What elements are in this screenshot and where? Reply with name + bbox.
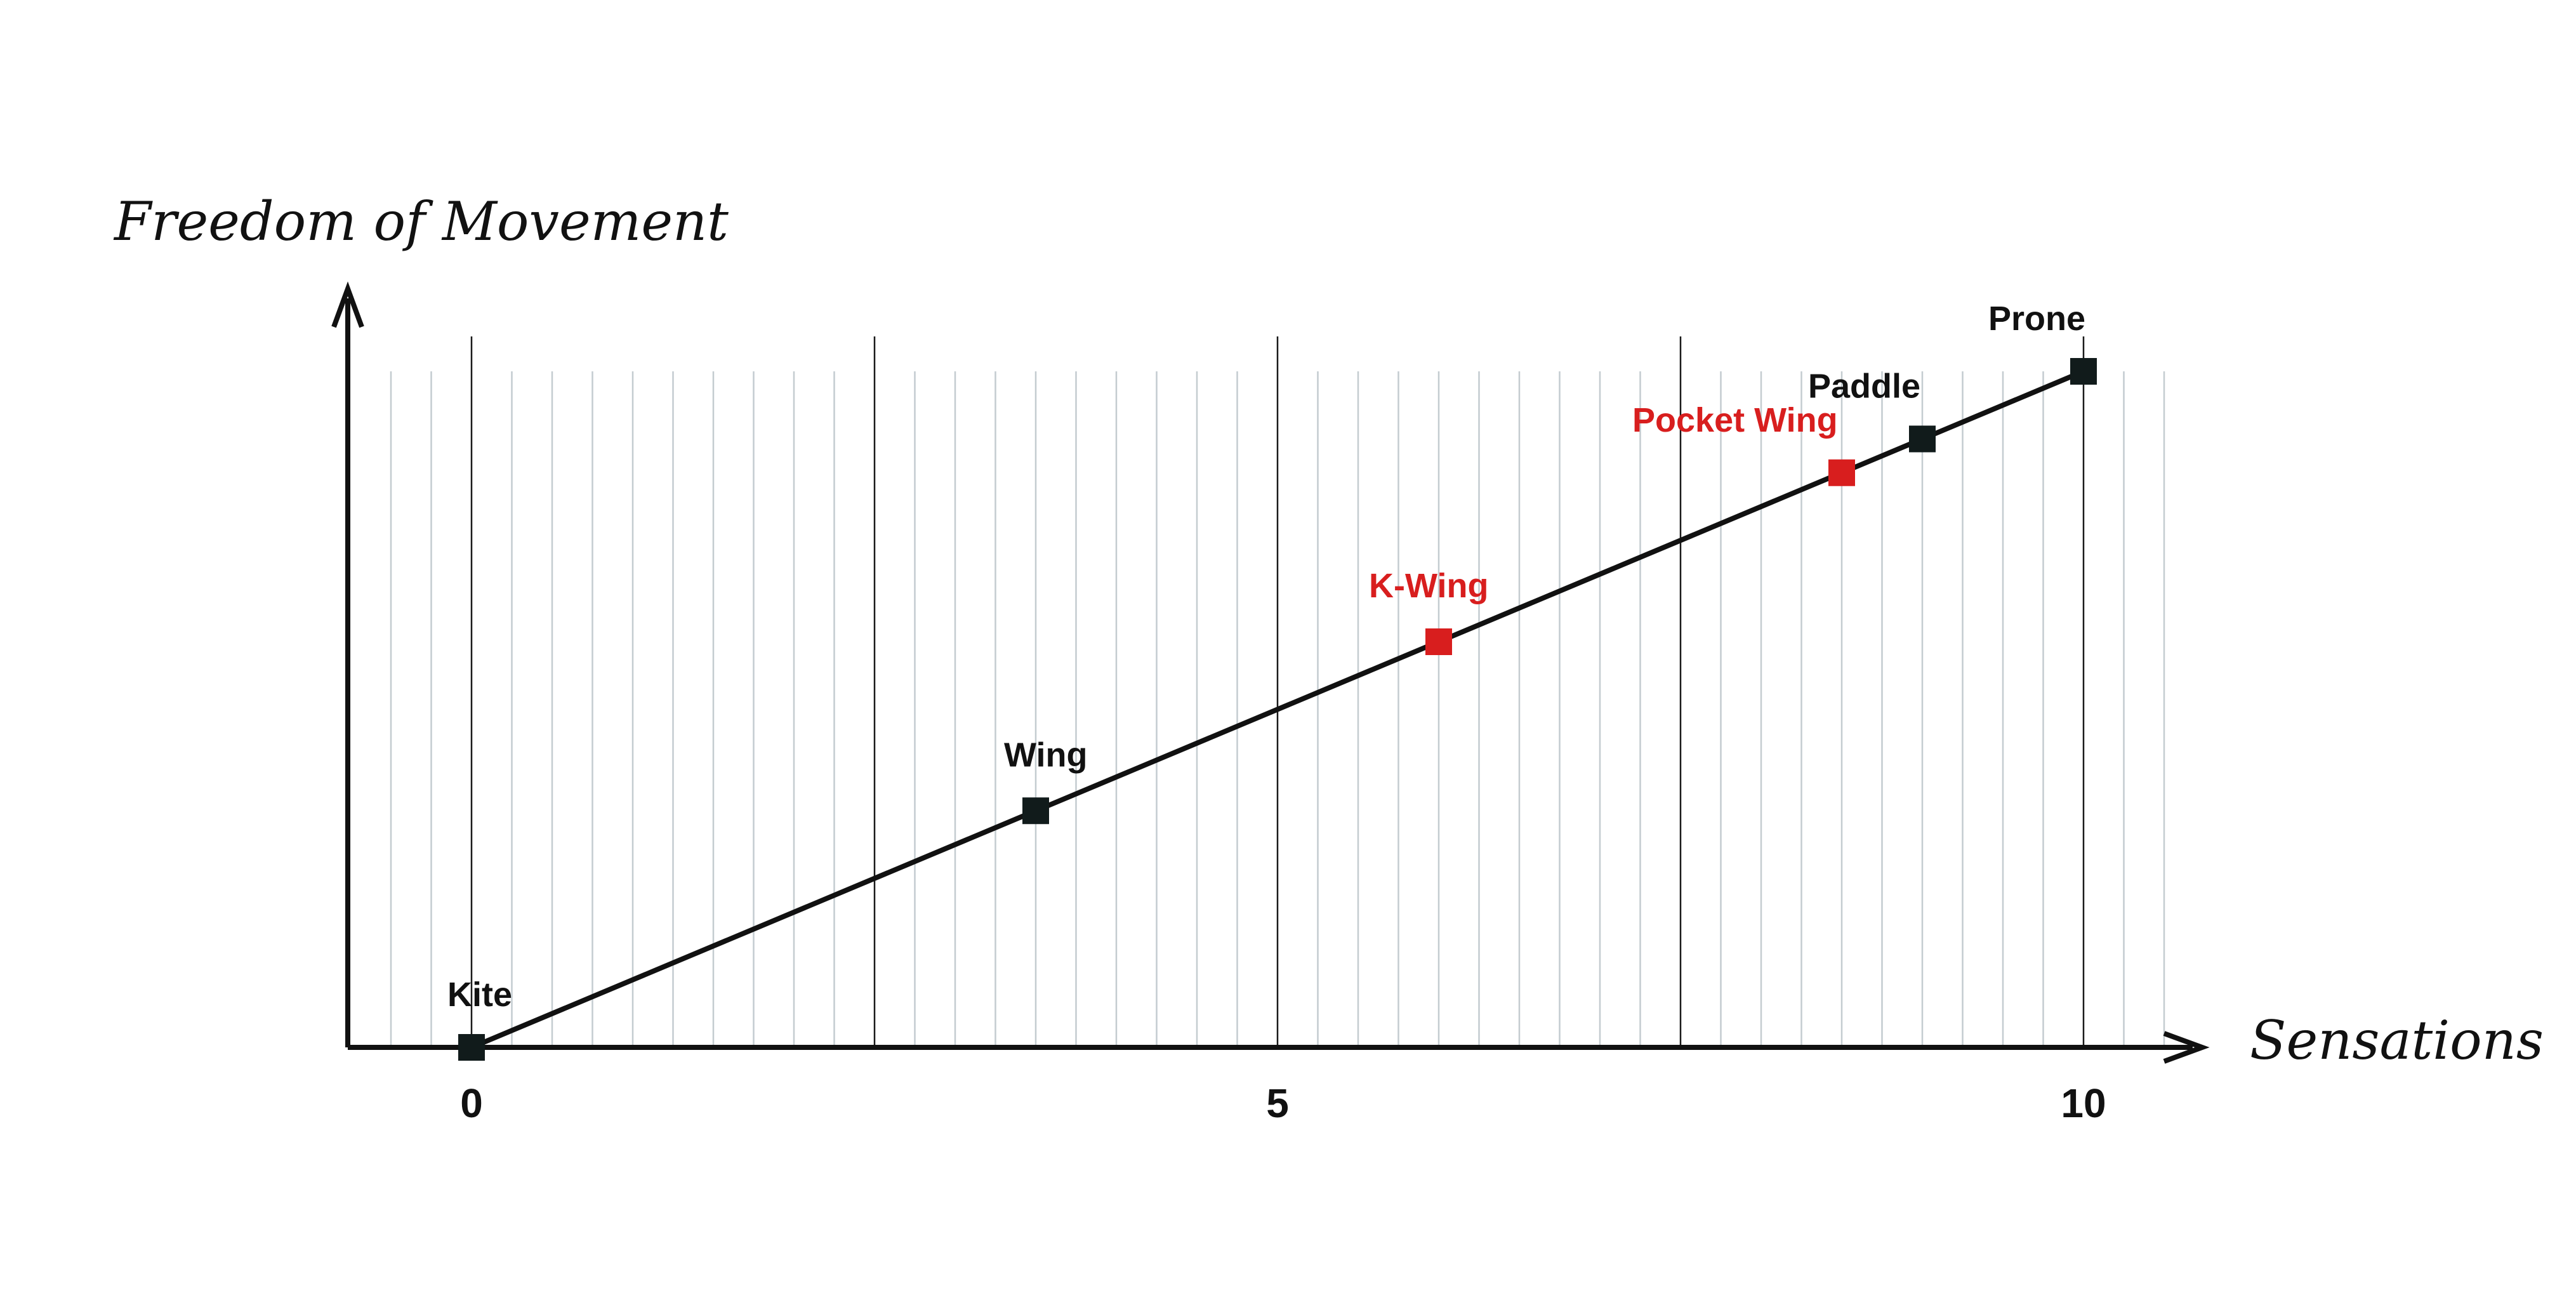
series-line <box>470 369 2085 1050</box>
axes <box>331 281 2210 1064</box>
y-axis-title: Freedom of Movement <box>113 190 729 253</box>
marker-pocket-wing <box>1828 459 1855 486</box>
x-tick-label: 0 <box>460 1080 483 1126</box>
x-axis-arrowhead <box>2163 1031 2210 1064</box>
x-axis-title: Sensations <box>2250 1009 2544 1071</box>
series <box>470 369 2085 1050</box>
y-axis-arrowhead <box>331 281 364 328</box>
point-label: Wing <box>1004 736 1087 774</box>
point-label: Kite <box>447 976 512 1014</box>
marker-wing <box>1022 797 1049 825</box>
marker-kite <box>458 1034 485 1061</box>
point-label: Pocket Wing <box>1632 401 1838 439</box>
marker-k-wing <box>1425 628 1452 655</box>
point-label: K-Wing <box>1369 567 1488 605</box>
x-tick-label: 5 <box>1266 1080 1289 1126</box>
point-label: Paddle <box>1808 368 1920 406</box>
x-tick-label: 10 <box>2061 1080 2106 1126</box>
point-label: Prone <box>1988 300 2085 338</box>
x-tick-labels: 0 5 10 <box>460 1080 2106 1126</box>
marker-paddle <box>1909 425 1936 453</box>
marker-prone <box>2070 358 2097 385</box>
grid <box>390 336 2165 1047</box>
